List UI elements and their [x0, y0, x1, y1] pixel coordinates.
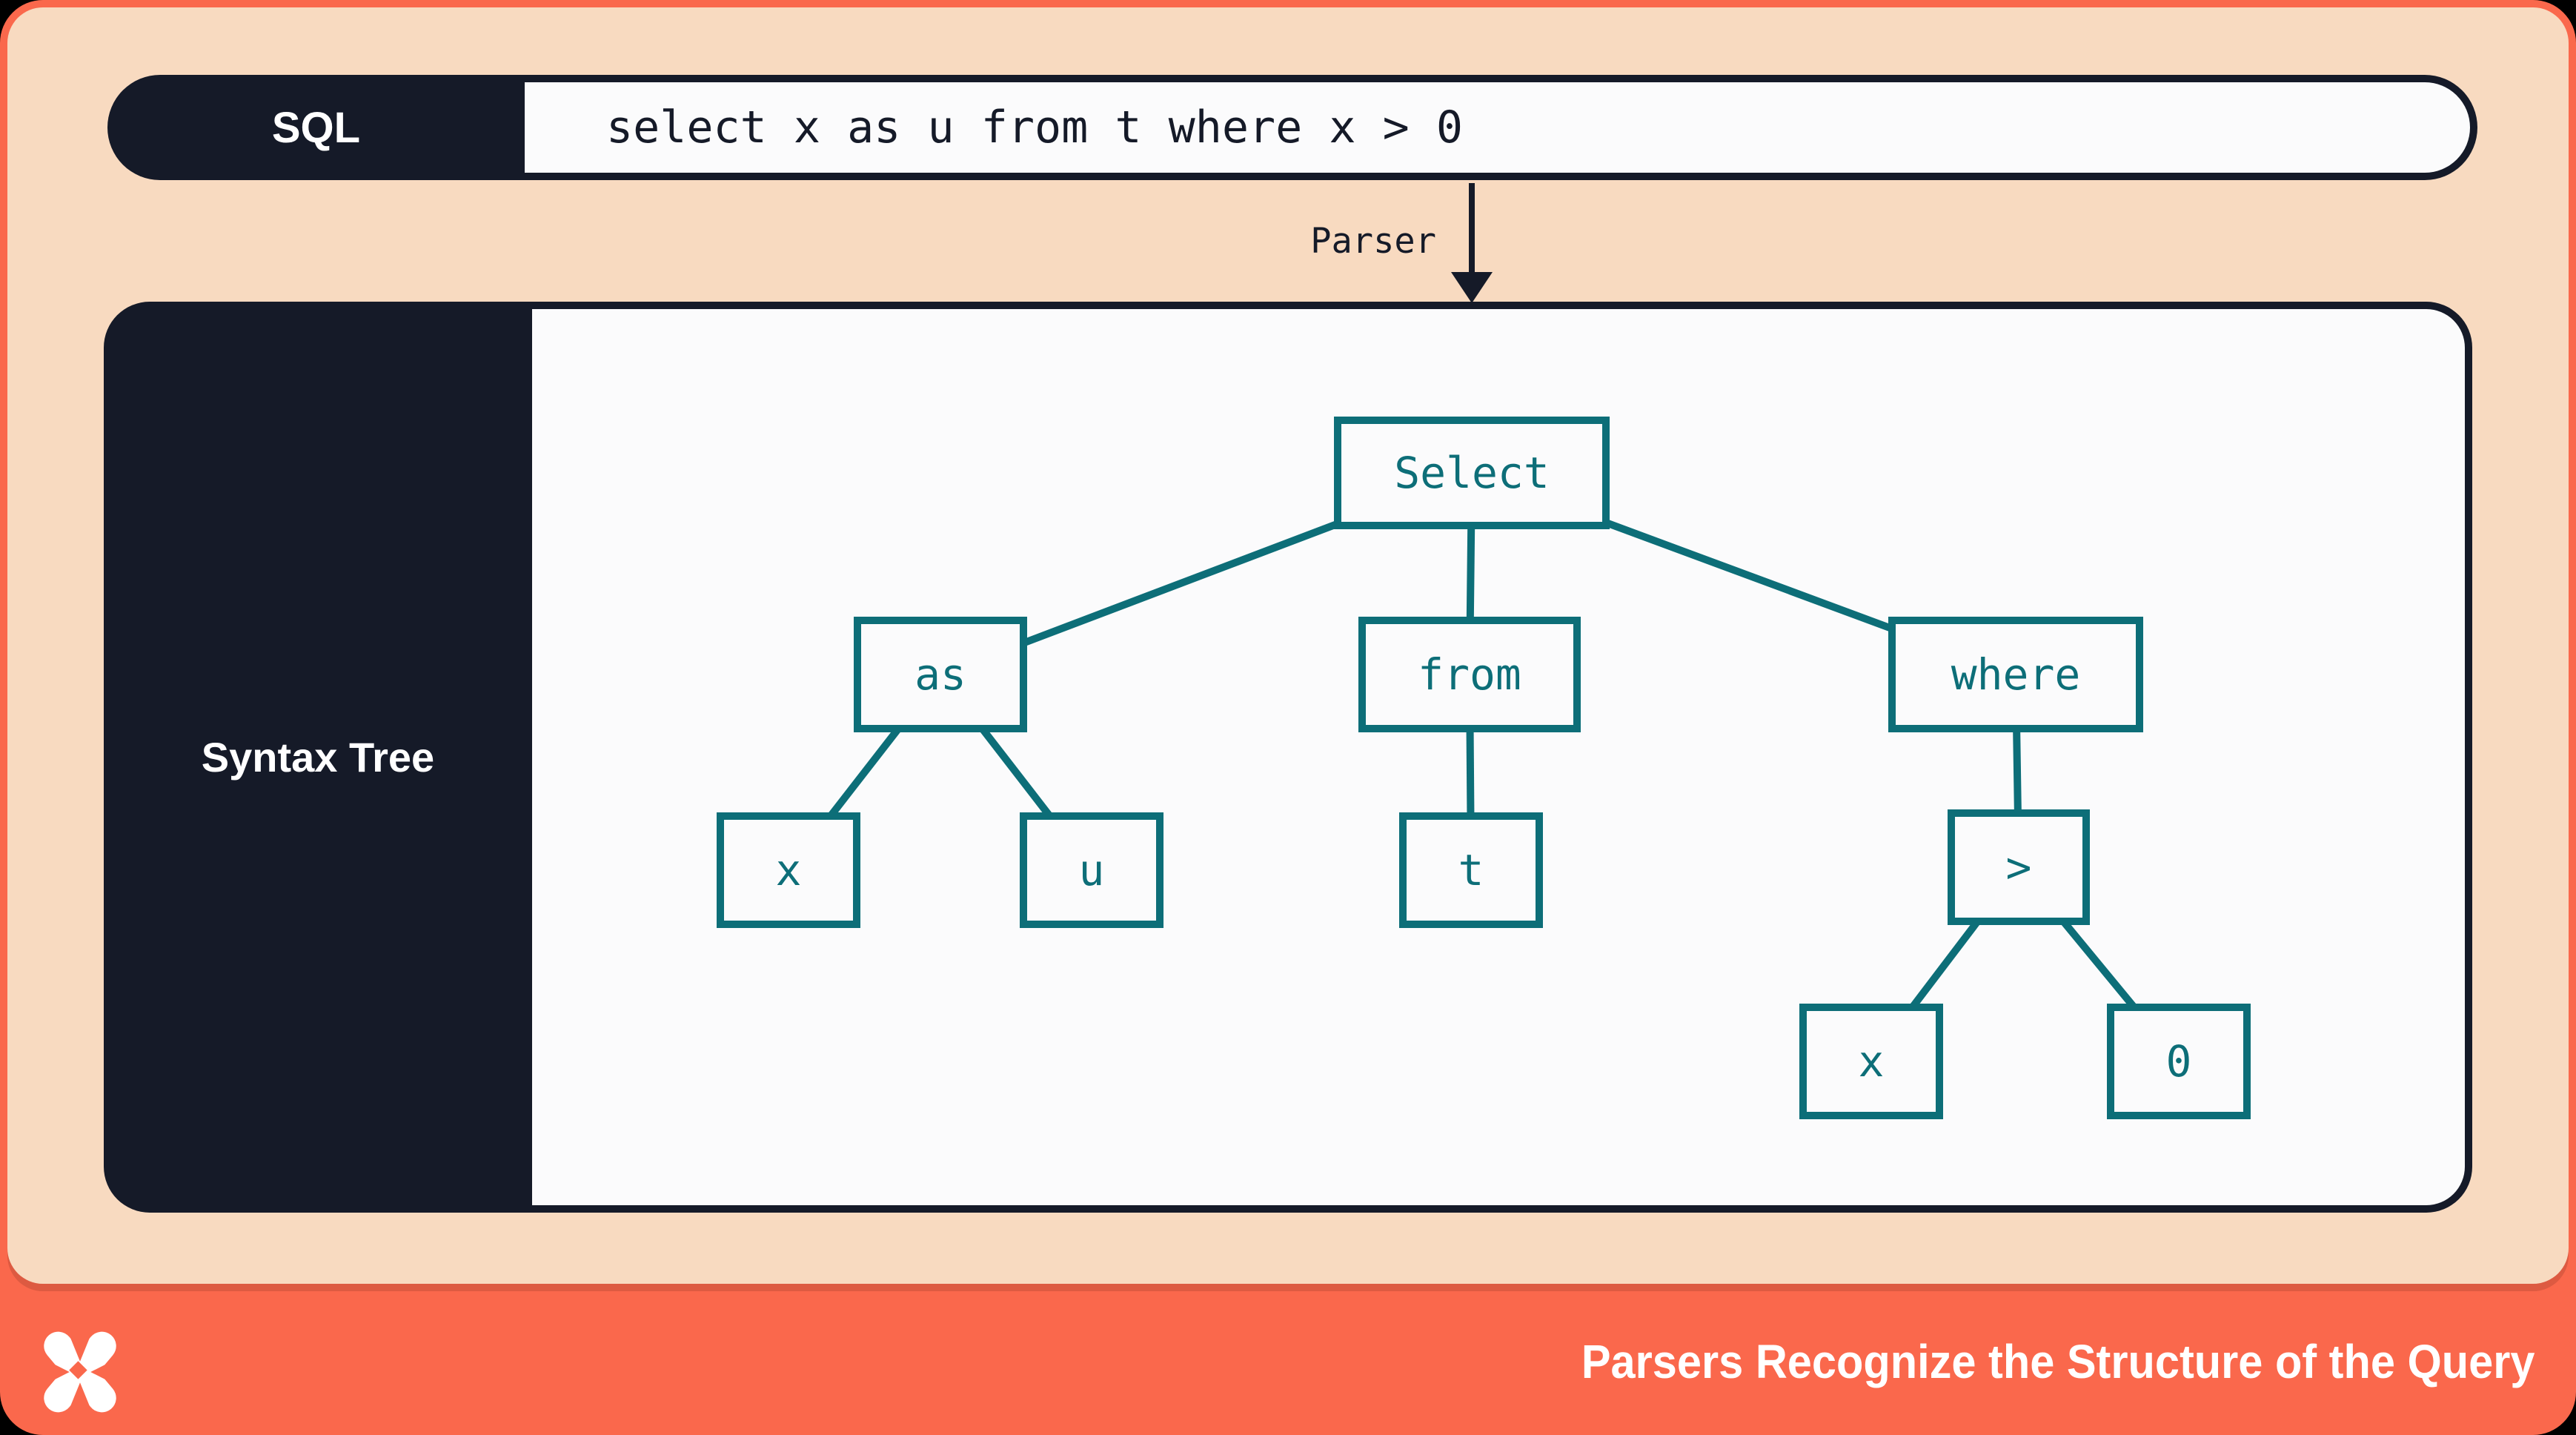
parser-label: Parser — [1310, 221, 1436, 262]
sql-query-text: select x as u from t where x > 0 — [525, 82, 2470, 173]
syntax-tree-canvas — [532, 309, 2465, 1205]
syntax-tree-sidebar-label: Syntax Tree — [201, 734, 435, 781]
sql-bar: SQL select x as u from t where x > 0 — [107, 75, 2477, 180]
footer-title: Parsers Recognize the Structure of the Q… — [1581, 1335, 2534, 1388]
parser-arrow-icon — [1451, 272, 1493, 303]
syntax-tree-panel: Syntax Tree — [104, 302, 2472, 1213]
x-star-logo-icon — [39, 1327, 122, 1417]
sql-bar-label: SQL — [271, 103, 361, 152]
parser-arrow-line — [1469, 183, 1475, 274]
